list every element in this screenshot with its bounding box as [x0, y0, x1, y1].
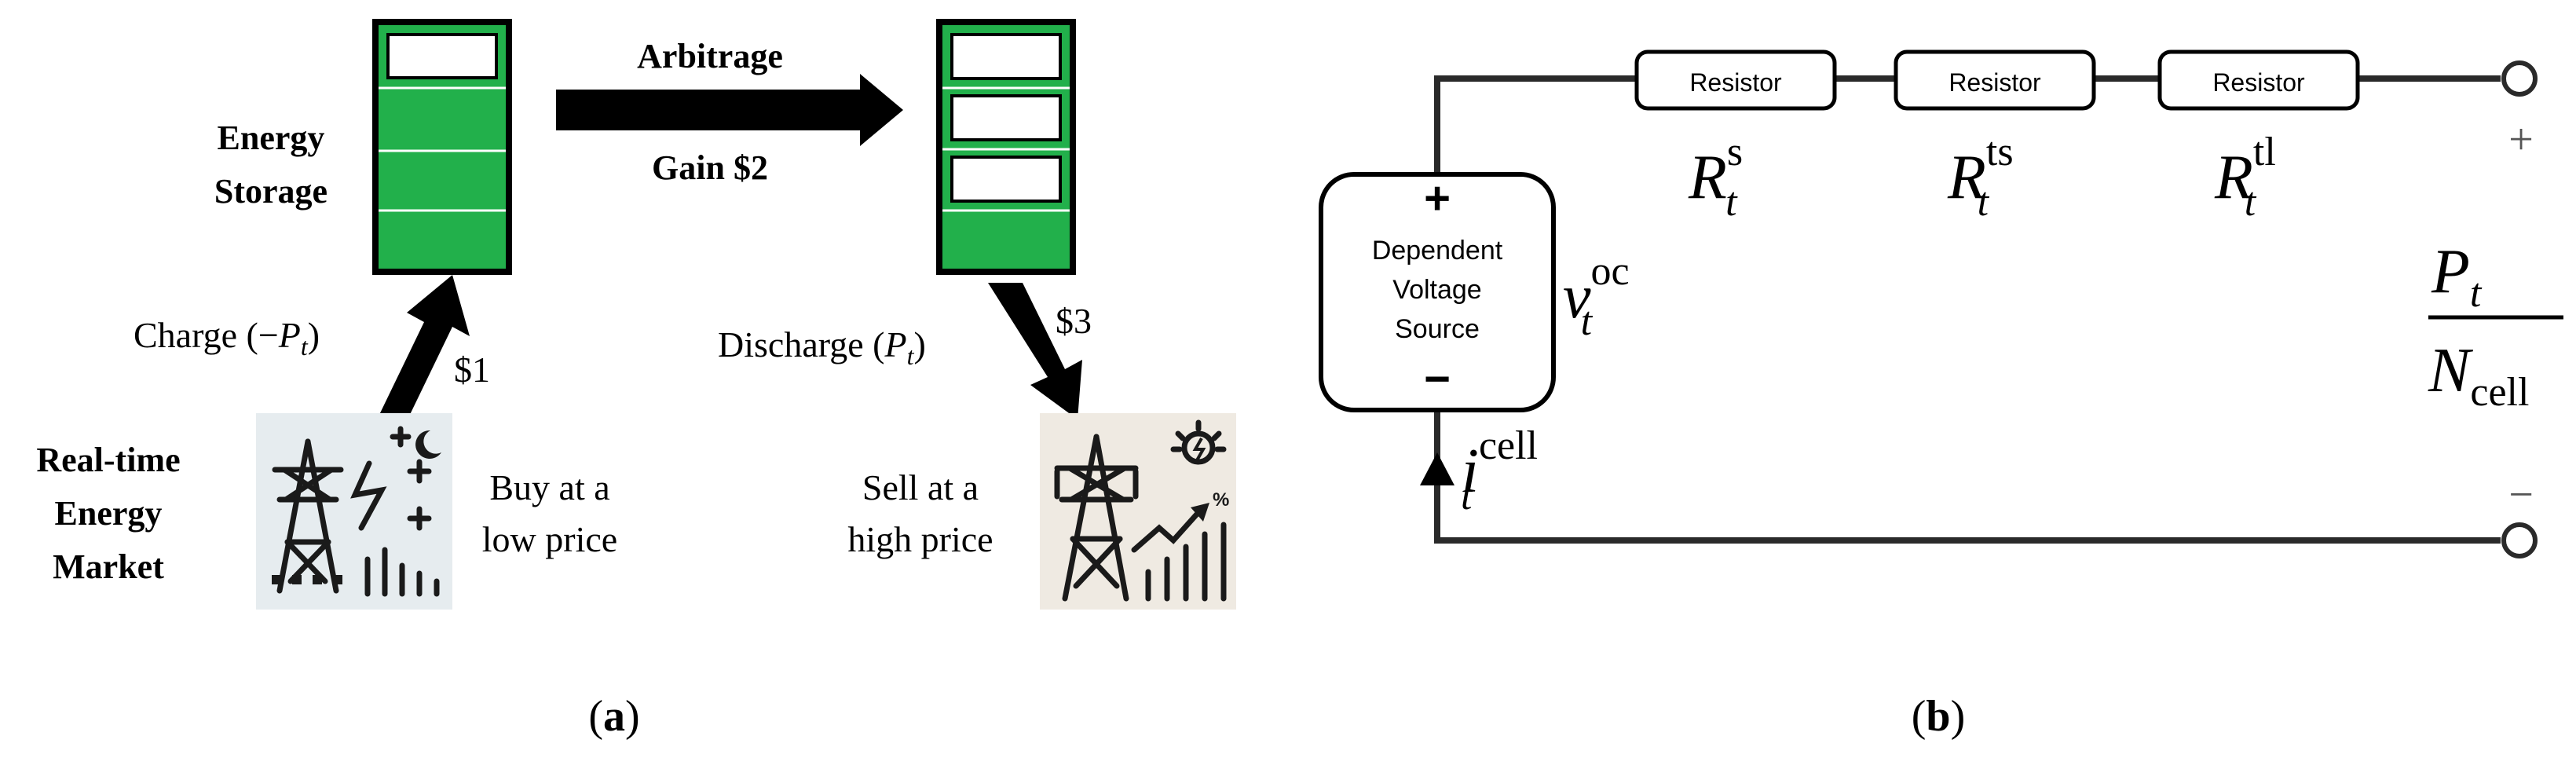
buy-label-line-2: low price — [482, 519, 617, 559]
battery-before — [372, 19, 512, 275]
terminal-plus-label: + — [2508, 115, 2534, 164]
buy-label-line-1: Buy at a — [489, 467, 609, 507]
dependent-voltage-source — [1319, 172, 1556, 412]
power-tower-sell-icon: % — [1040, 413, 1236, 610]
lightning-icon — [1192, 438, 1206, 461]
gain-label: Gain $2 — [652, 148, 768, 187]
terminal-minus-label: − — [2508, 471, 2534, 519]
resistor-2 — [1894, 49, 2096, 111]
positive-terminal — [2501, 60, 2538, 97]
resistor-3-label: Resistor — [2212, 68, 2305, 97]
storage-label-line-1: Energy — [218, 119, 325, 157]
fraction-numerator: Pt — [2431, 237, 2483, 316]
storage-label-line-2: Storage — [214, 172, 327, 211]
caption-b: (b) — [1912, 692, 1965, 741]
panel-a: Energy Storage Arbitrage Gain $2 Charge … — [36, 19, 1236, 741]
source-label-line-3: Source — [1395, 314, 1480, 344]
wire-bottom — [1434, 410, 2501, 544]
discharge-label: Discharge (Pt) — [718, 324, 926, 370]
source-label-line-2: Voltage — [1392, 275, 1481, 305]
moon-icon — [415, 430, 441, 459]
negative-terminal — [2501, 522, 2538, 558]
battery-after-empty-cell — [950, 156, 1062, 203]
high-price-label: $3 — [1056, 301, 1092, 341]
resistor-3 — [2157, 49, 2360, 111]
wire-top-left — [1434, 75, 1637, 174]
caption-a: (a) — [588, 692, 639, 741]
market-label-line-1: Real-time — [36, 441, 180, 479]
source-label-line-1: Dependent — [1372, 236, 1503, 265]
resistor-2-label: Resistor — [1948, 68, 2041, 97]
current-arrow-icon — [1420, 452, 1454, 485]
trend-arrowhead-icon — [1191, 503, 1209, 522]
battery-before-empty-cell — [386, 33, 498, 79]
charge-label: Charge (−Pt) — [134, 315, 320, 361]
arbitrage-arrow — [556, 74, 903, 146]
power-tower-buy-icon — [256, 413, 452, 610]
sell-label-line-2: high price — [847, 519, 993, 559]
source-minus-sign: − — [1424, 353, 1451, 405]
low-price-label: $1 — [454, 350, 490, 390]
resistor-1-label: Resistor — [1689, 68, 1782, 97]
arbitrage-label: Arbitrage — [637, 37, 783, 75]
fraction-denominator: Ncell — [2428, 336, 2529, 415]
battery-after — [936, 19, 1076, 275]
battery-after-empty-cell — [950, 33, 1062, 80]
market-label-line-2: Energy — [55, 494, 163, 533]
sell-label-line-1: Sell at a — [862, 467, 979, 507]
charge-arrow — [369, 275, 470, 421]
battery-after-empty-cell — [950, 94, 1062, 141]
resistor-1 — [1634, 49, 1837, 111]
market-label-line-3: Market — [53, 547, 164, 586]
source-plus-sign: + — [1424, 173, 1451, 224]
percent-glyph-icon: % — [1213, 489, 1229, 511]
discharge-arrow — [988, 283, 1082, 419]
